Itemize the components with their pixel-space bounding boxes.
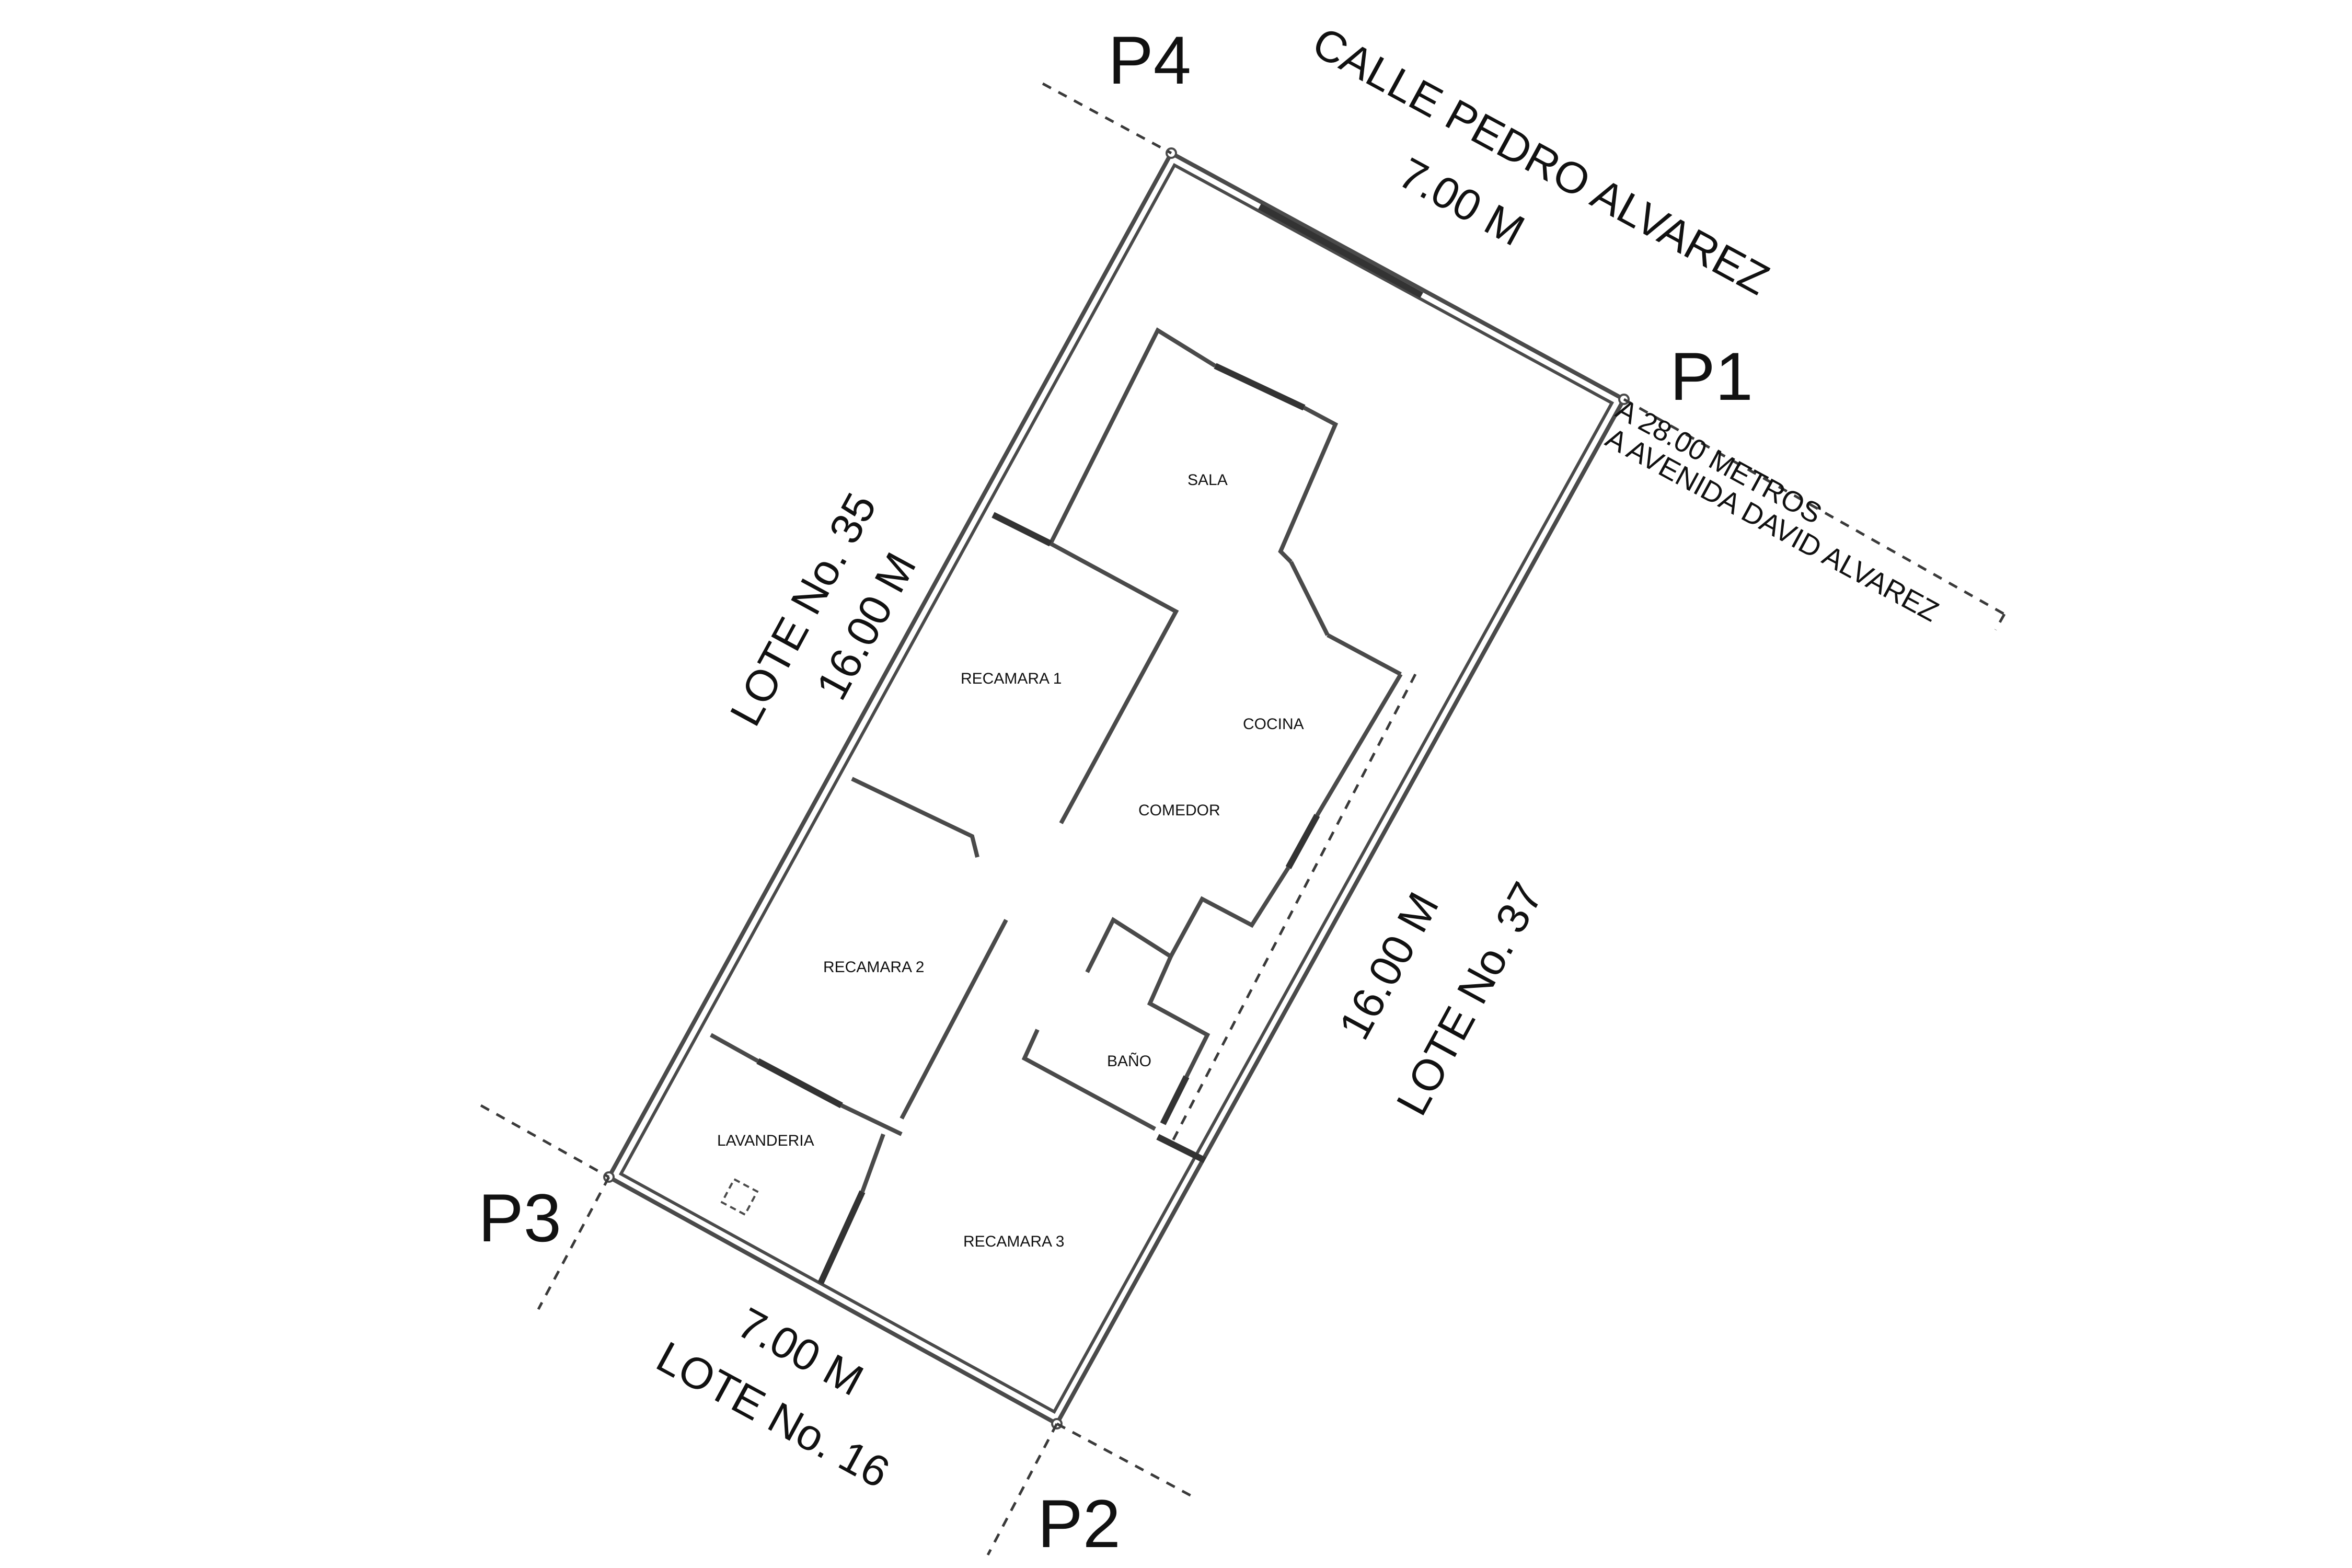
room-recamara1: RECAMARA 1	[961, 670, 1062, 687]
corner-p2-label: P2	[1037, 1485, 1121, 1562]
corner-markers	[603, 147, 1630, 1429]
cocina-top-wall	[1327, 633, 1402, 676]
p2-extension-out	[1056, 1422, 1195, 1499]
extension-lines	[480, 82, 2006, 1556]
room-sala: SALA	[1187, 471, 1228, 489]
recamara2-bottom-wall-left	[710, 1033, 759, 1063]
sala-cocina-diagonal	[1289, 561, 1330, 636]
room-recamara3: RECAMARA 3	[963, 1233, 1064, 1250]
room-cocina: COCINA	[1243, 716, 1304, 733]
lot-boundary	[606, 150, 1627, 1427]
recamara2-bottom-wall-right	[840, 1103, 903, 1136]
recamara1-bottom-wall	[851, 777, 979, 858]
bano-wall-bottom	[1021, 1029, 1156, 1131]
interior-walls	[710, 327, 1403, 1285]
side-setback-line	[1169, 673, 1417, 1152]
p3-extension-out	[480, 1104, 610, 1179]
corner-p4-label: P4	[1108, 22, 1191, 98]
recamara2-wall-right	[900, 919, 1008, 1120]
room-recamara2: RECAMARA 2	[823, 959, 924, 976]
cocina-lower-wall	[1169, 866, 1290, 958]
p4-extension	[1042, 82, 1172, 155]
recamara1-wall-right	[1050, 541, 1179, 824]
bano-wall-top	[1085, 917, 1210, 1078]
recamara1-window	[991, 512, 1052, 547]
sala-wall-left	[1048, 327, 1217, 545]
sala-wall-right	[1278, 406, 1339, 563]
room-bano: BAÑO	[1107, 1052, 1151, 1070]
bano-door	[1160, 1075, 1190, 1125]
p1-extension-tick	[1994, 613, 2006, 631]
recamara2-door	[756, 1058, 843, 1109]
distance-note-line2: A AVENIDA DAVID ALVAREZ	[1600, 421, 1944, 628]
p3-extension-down	[537, 1176, 610, 1310]
cocina-window	[1285, 814, 1320, 869]
room-comedor: COMEDOR	[1138, 802, 1220, 819]
corner-p3-label: P3	[478, 1180, 561, 1256]
front-opening	[1258, 203, 1423, 298]
p1-extension	[1623, 398, 2005, 616]
lavanderia-door	[817, 1190, 866, 1285]
corner-p1-label: P1	[1670, 338, 1753, 414]
cocina-wall-right	[1315, 673, 1403, 817]
bano-window	[1156, 1134, 1206, 1163]
sala-window	[1214, 363, 1306, 411]
street-name: CALLE PEDRO ALVAREZ	[1305, 17, 1777, 304]
lavanderia-wall	[860, 1133, 885, 1193]
lavanderia-drain	[720, 1178, 759, 1216]
p2-extension-down	[986, 1423, 1058, 1556]
room-lavanderia: LAVANDERIA	[717, 1132, 814, 1149]
